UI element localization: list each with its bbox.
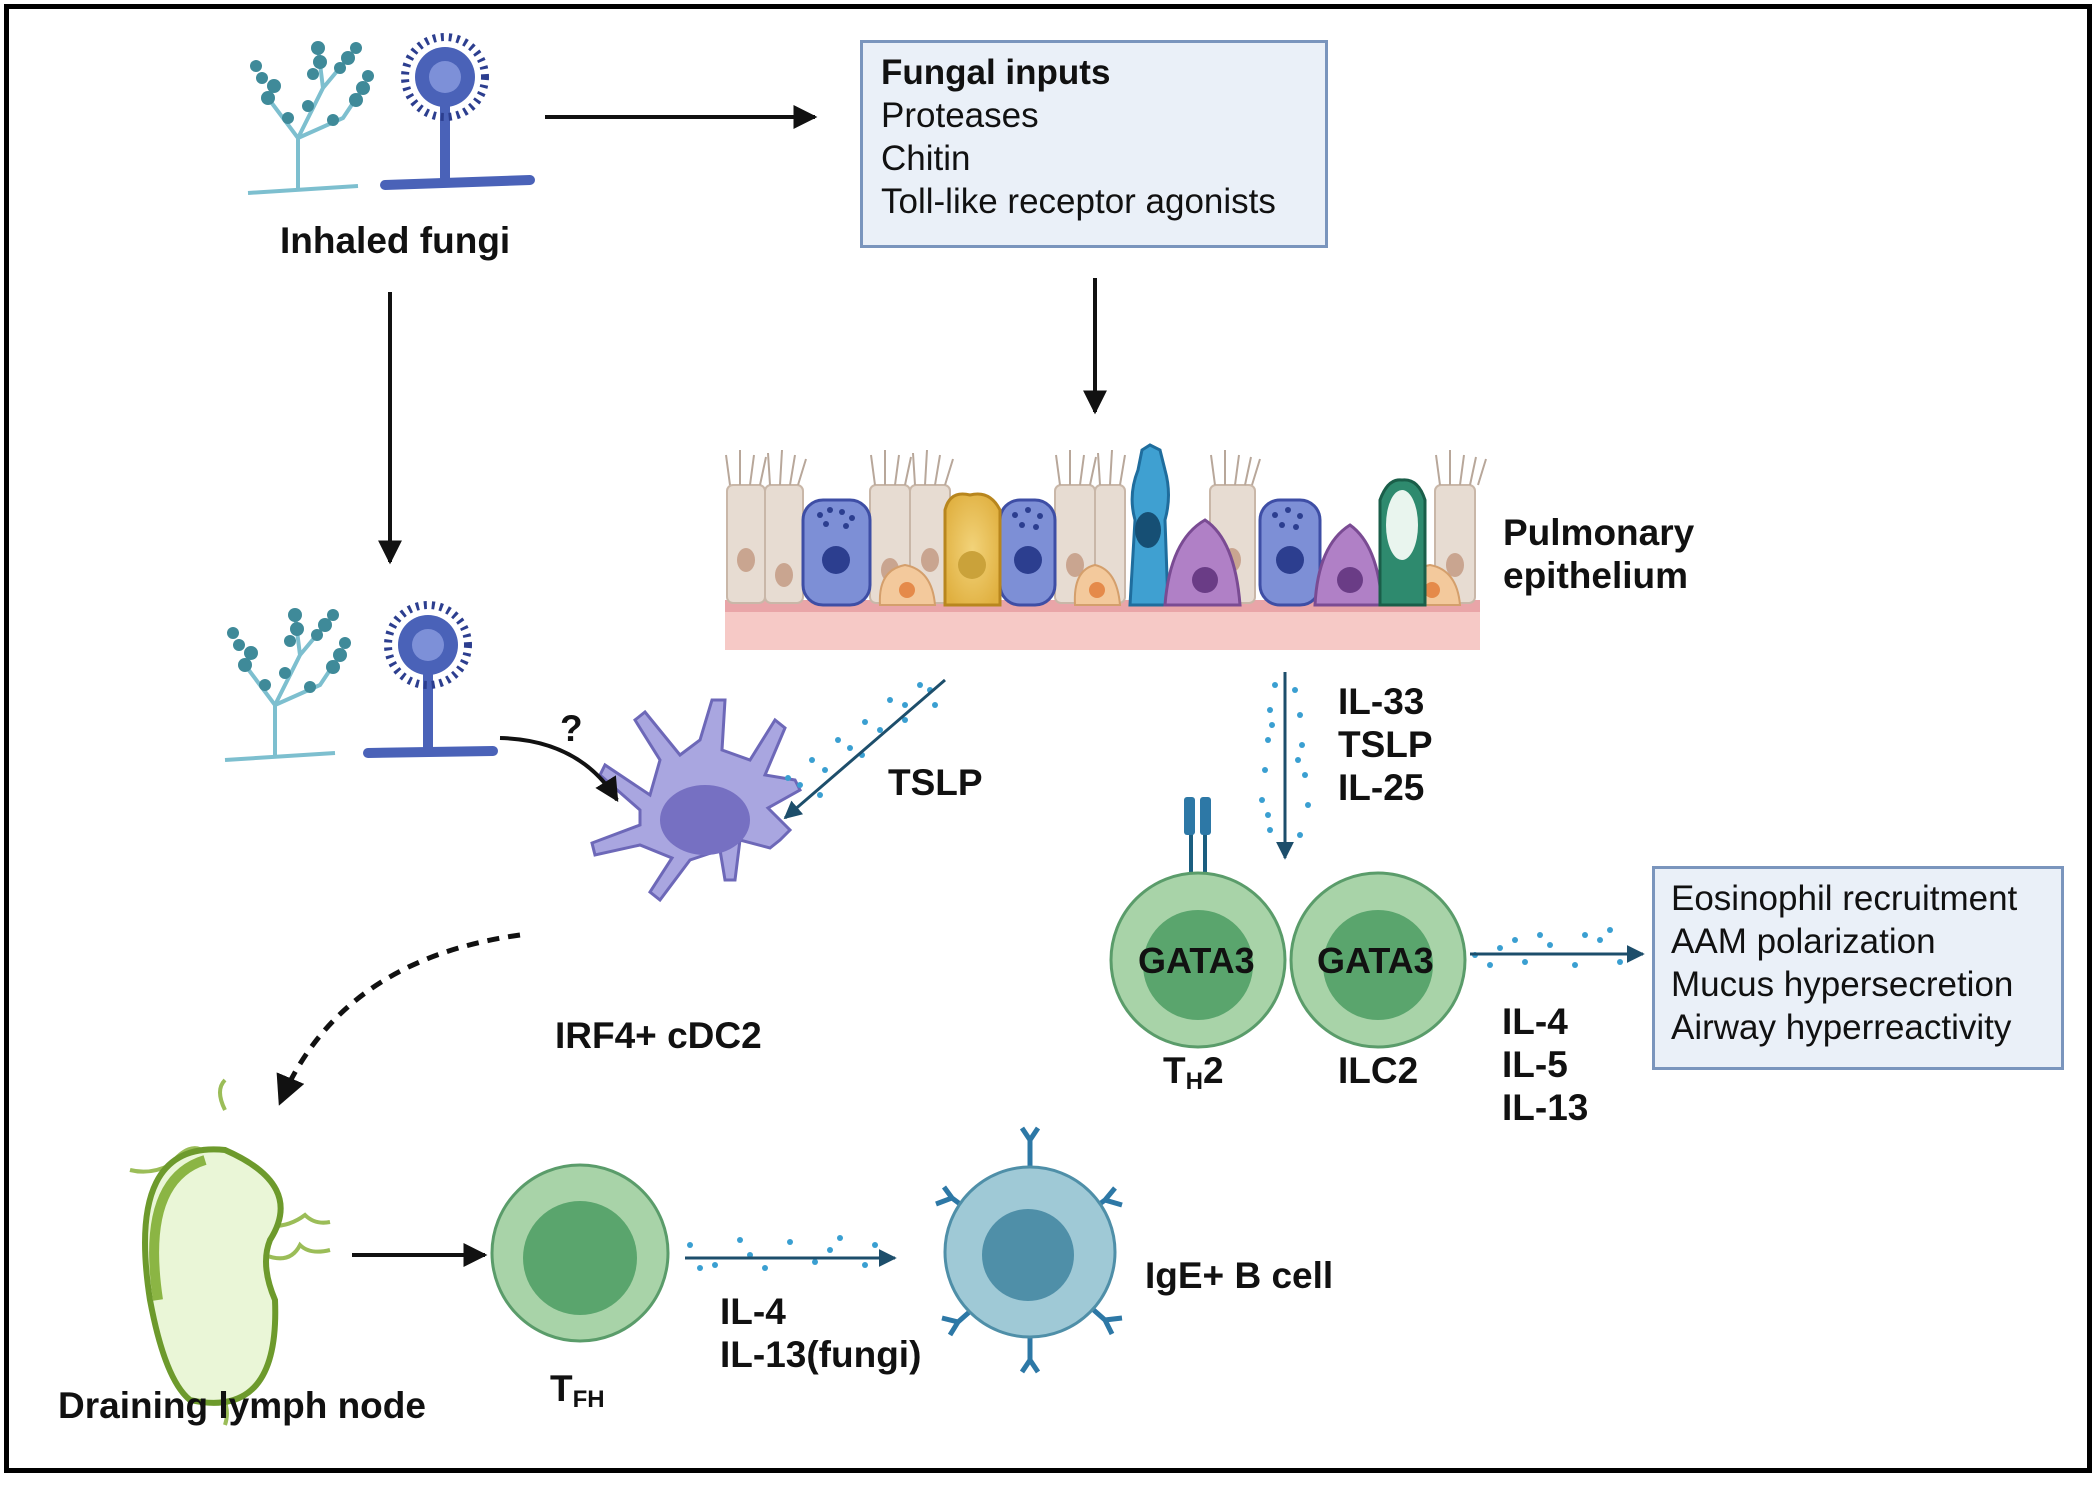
- inhaled-fungi-label: Inhaled fungi: [280, 220, 511, 261]
- figure-frame: [4, 4, 2092, 1473]
- cytokine-arrow-tslp-to-cdc2: [783, 678, 946, 820]
- cdc2-label: IRF4+ cDC2: [555, 1015, 762, 1056]
- lymph-node-label: Draining lymph node: [58, 1385, 426, 1426]
- effect-item: Eosinophil recruitment: [1671, 879, 2018, 918]
- pulmonary-epithelium-illustration: [725, 443, 1487, 650]
- cdc2-dendritic-cell-icon: [590, 698, 802, 903]
- ige-b-cell-icon: [935, 1126, 1123, 1374]
- question-mark-label: ?: [560, 708, 583, 749]
- th2-label: TH2: [1163, 1050, 1224, 1095]
- effect-item: Airway hyperreactivity: [1671, 1008, 2012, 1047]
- ilc2-cell-icon: [1289, 871, 1467, 1049]
- arrow-fungi-to-cdc2: [499, 736, 619, 803]
- cytokine-arrow-epithelium-to-th2: [1259, 672, 1311, 860]
- gata3-th2-label: GATA3: [1138, 940, 1255, 981]
- tfh-cytokines-label: IL-4 IL-13(fungi): [720, 1291, 922, 1375]
- epithelial-cytokines-label: IL-33 TSLP IL-25: [1338, 681, 1433, 808]
- tfh-label: TFH: [550, 1368, 605, 1413]
- fungus-conidiophore-bottom-icon: [363, 601, 498, 758]
- tslp-label: TSLP: [888, 762, 983, 803]
- fungal-inputs-box: Fungal inputs Proteases Chitin Toll-like…: [860, 40, 1328, 248]
- arrow-cdc2-to-lymph-node: [276, 932, 521, 1106]
- ige-b-cell-label: IgE+ B cell: [1145, 1255, 1334, 1296]
- effects-box: Eosinophil recruitment AAM polarization …: [1652, 866, 2064, 1070]
- cytokine-arrow-tfh-to-b-cell: [685, 1235, 897, 1271]
- lymph-node-icon: [129, 1078, 331, 1426]
- fungal-input-item: Proteases: [881, 96, 1039, 135]
- effect-item: Mucus hypersecretion: [1671, 965, 2014, 1004]
- fungal-input-item: Toll-like receptor agonists: [881, 182, 1276, 221]
- tfh-cell-icon: [490, 1163, 670, 1343]
- fungus-branched-top-icon: [247, 41, 374, 195]
- fungus-conidiophore-top-icon: [380, 33, 535, 190]
- gata3-ilc2-label: GATA3: [1317, 940, 1434, 981]
- effect-item: AAM polarization: [1671, 922, 1936, 961]
- fungal-input-item: Chitin: [881, 139, 971, 178]
- pulmonary-epithelium-label: Pulmonary epithelium: [1503, 512, 1695, 596]
- th2-cell-icon: [1109, 797, 1287, 1049]
- effector-cytokines-label: IL-4 IL-5 IL-13: [1502, 1001, 1589, 1128]
- ilc2-label: ILC2: [1338, 1050, 1419, 1091]
- fungus-branched-bottom-icon: [224, 608, 351, 762]
- cytokine-arrow-ilc2-to-effects: [1470, 927, 1645, 968]
- fungal-inputs-title: Fungal inputs: [881, 53, 1111, 92]
